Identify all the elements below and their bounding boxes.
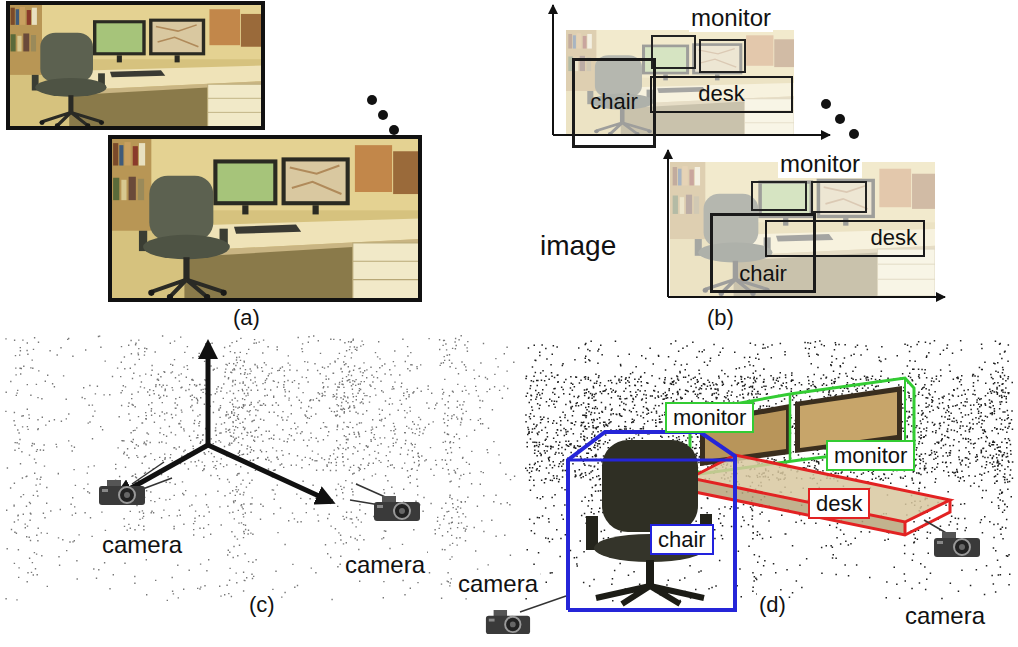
object-tag: monitor — [826, 440, 915, 471]
object-tag: desk — [808, 488, 870, 519]
cloud-points — [5, 335, 515, 601]
camera-label: camera — [903, 602, 987, 630]
class-label: monitor — [689, 4, 773, 32]
camera-icon — [350, 484, 420, 521]
camera-icon — [924, 520, 980, 557]
object-label: chair — [739, 261, 787, 286]
photo-frame — [8, 3, 263, 128]
photo-frame — [110, 137, 420, 300]
camera-label: camera — [456, 570, 540, 598]
object-tag: monitor — [665, 402, 754, 433]
point-cloud — [5, 335, 515, 601]
faded-image — [668, 150, 945, 297]
object-label: chair — [590, 89, 638, 114]
axis-label: image — [538, 230, 618, 262]
camera-label: camera — [100, 531, 184, 559]
object-label: desk — [816, 491, 862, 516]
object-label: desk — [871, 225, 917, 250]
object-tag: chair — [650, 524, 714, 555]
object-box: chair — [572, 58, 656, 148]
camera-icon — [486, 596, 566, 634]
object-box: desk — [650, 76, 793, 113]
object-box: desk — [765, 220, 925, 257]
point-cloud — [525, 340, 1013, 601]
class-label: monitor — [778, 150, 862, 178]
object-label: monitor — [673, 405, 746, 430]
panel-label: (a) — [231, 305, 262, 330]
panel-label: (d) — [757, 592, 788, 617]
cloud-points — [525, 340, 1013, 601]
object-box: chair — [710, 213, 816, 293]
panel-label: (c) — [247, 592, 277, 617]
panel-label: (b) — [705, 305, 736, 330]
object-label: chair — [658, 527, 706, 552]
camera-icon — [99, 462, 172, 505]
coordinate-axes — [117, 343, 332, 502]
object-label: monitor — [834, 443, 907, 468]
object-label: desk — [698, 81, 744, 106]
camera-label: camera — [343, 551, 427, 579]
faded-image — [553, 5, 830, 136]
chair-model — [568, 432, 735, 610]
